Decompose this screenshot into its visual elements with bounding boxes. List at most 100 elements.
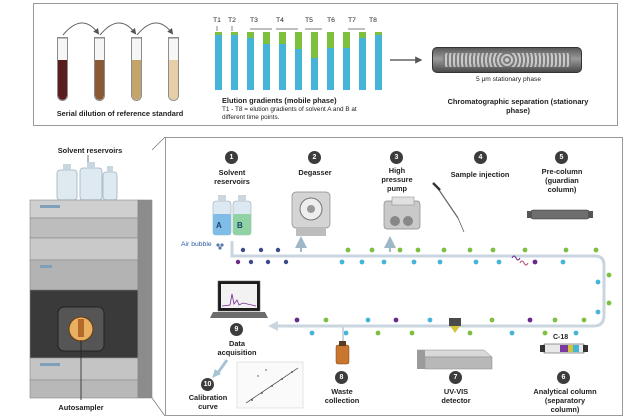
tube-liquid-1	[58, 60, 67, 100]
air-bubble-label: Air bubble	[181, 241, 212, 248]
time-label-7: T7	[348, 17, 356, 24]
time-label-2: T2	[228, 17, 236, 24]
waste-bottle	[335, 326, 350, 365]
step-6-line-1: Analytical column	[533, 387, 597, 396]
step-6-badge: 6	[557, 371, 570, 384]
step-7-line-2: detector	[441, 396, 471, 405]
step-6-line-2: (separatory	[544, 396, 586, 405]
step-6-line-3: column)	[550, 405, 580, 414]
step-5-line-1: Pre-column	[541, 167, 583, 176]
step-5-badge: 5	[555, 151, 568, 164]
syringe	[432, 182, 465, 233]
tube-liquid-3	[132, 60, 141, 100]
autosampler-label: Autosampler	[58, 403, 104, 412]
test-tube-1	[57, 37, 68, 101]
gradient-desc-line-2: different time points.	[222, 114, 280, 121]
degasser	[291, 191, 331, 236]
uv-vis-detector	[416, 349, 493, 370]
gradient-bar	[279, 32, 286, 90]
dilution-arrow-2	[99, 22, 137, 36]
time-label-5: T5	[305, 17, 313, 24]
reservoirs-label: Solvent reservoirs	[57, 146, 123, 155]
gradient-bar	[231, 32, 238, 90]
air-bubble-icon	[216, 243, 224, 250]
step-3-line-1: High	[388, 166, 406, 175]
step-1-line-2: reservoirs	[214, 177, 250, 186]
gradient-desc-line-1: T1 - T8 = elution gradients of solvent A…	[222, 106, 357, 113]
detector-cell	[449, 318, 461, 333]
separation-line-2: phase)	[506, 106, 530, 115]
flow-tubing-arrowhead	[268, 321, 278, 331]
time-label-3: T3	[250, 17, 258, 24]
bottle-b-label: B	[237, 221, 243, 230]
solvent-bottle-b	[232, 195, 252, 236]
gradient-bar	[295, 32, 302, 90]
step-9-line-2: acquisition	[217, 348, 257, 357]
bottle-a-label: A	[216, 221, 222, 230]
separation-caption: Chromatographic separation (stationary p…	[438, 97, 598, 115]
step-10-line-2: curve	[198, 402, 218, 411]
step-1-badge: 1	[225, 151, 238, 164]
step-3-line-3: pump	[386, 184, 408, 193]
step-2-badge: 2	[308, 151, 321, 164]
tube-liquid-4	[169, 60, 178, 100]
calibration-chart	[236, 361, 304, 409]
step-1-line-1: Solvent	[218, 168, 246, 177]
step-9-badge: 9	[230, 323, 243, 336]
dilution-arrow-1	[62, 22, 100, 36]
time-label-8: T8	[369, 17, 377, 24]
step-8-line-1: Waste	[331, 387, 353, 396]
gradient-bar	[375, 32, 382, 90]
pre-column	[527, 209, 593, 220]
step-8-badge: 8	[335, 371, 348, 384]
gradient-bar	[247, 32, 254, 90]
flow-dots	[235, 247, 612, 336]
step-3-line-2: pressure	[381, 175, 413, 184]
dilution-arrow-3	[136, 22, 174, 36]
step-3-badge: 3	[390, 151, 403, 164]
chromatography-column	[432, 47, 582, 73]
test-tube-4	[168, 37, 179, 101]
laptop-chromatogram	[210, 280, 268, 318]
step-9-line-1: Data	[228, 339, 246, 348]
gradient-bar	[215, 32, 222, 90]
gradient-bar	[327, 32, 334, 90]
gradient-bar	[343, 32, 350, 90]
step-7-badge: 7	[449, 371, 462, 384]
gradient-title: Elution gradients (mobile phase)	[222, 96, 337, 105]
analytical-column	[540, 343, 588, 354]
test-tube-2	[94, 37, 105, 101]
data-to-calibration-arrow	[215, 359, 229, 375]
solvent-bottle-a	[212, 195, 232, 236]
step-4-badge: 4	[474, 151, 487, 164]
step-4-label: Sample injection	[450, 170, 510, 179]
step-5-line-2: (guardian	[545, 176, 579, 185]
gradient-bar	[311, 32, 318, 90]
gradient-bar	[359, 32, 366, 90]
time-label-1: T1	[213, 17, 221, 24]
step-8-line-2: collection	[324, 396, 360, 405]
high-pressure-pump	[383, 196, 421, 230]
test-tube-3	[131, 37, 142, 101]
gradient-bar	[263, 32, 270, 90]
reservoir-bottles	[56, 167, 118, 201]
gradient-description: T1 - T8 = elution gradients of solvent A…	[222, 106, 357, 122]
dilution-caption: Serial dilution of reference standard	[56, 109, 184, 118]
c18-label: C-18	[553, 334, 569, 341]
column-caption: 5 μm stationary phase	[476, 76, 542, 83]
stationary-phase-particles	[443, 53, 571, 67]
step-10-badge: 10	[201, 378, 214, 391]
step-10-line-1: Calibration	[188, 393, 228, 402]
tube-liquid-2	[95, 60, 104, 100]
